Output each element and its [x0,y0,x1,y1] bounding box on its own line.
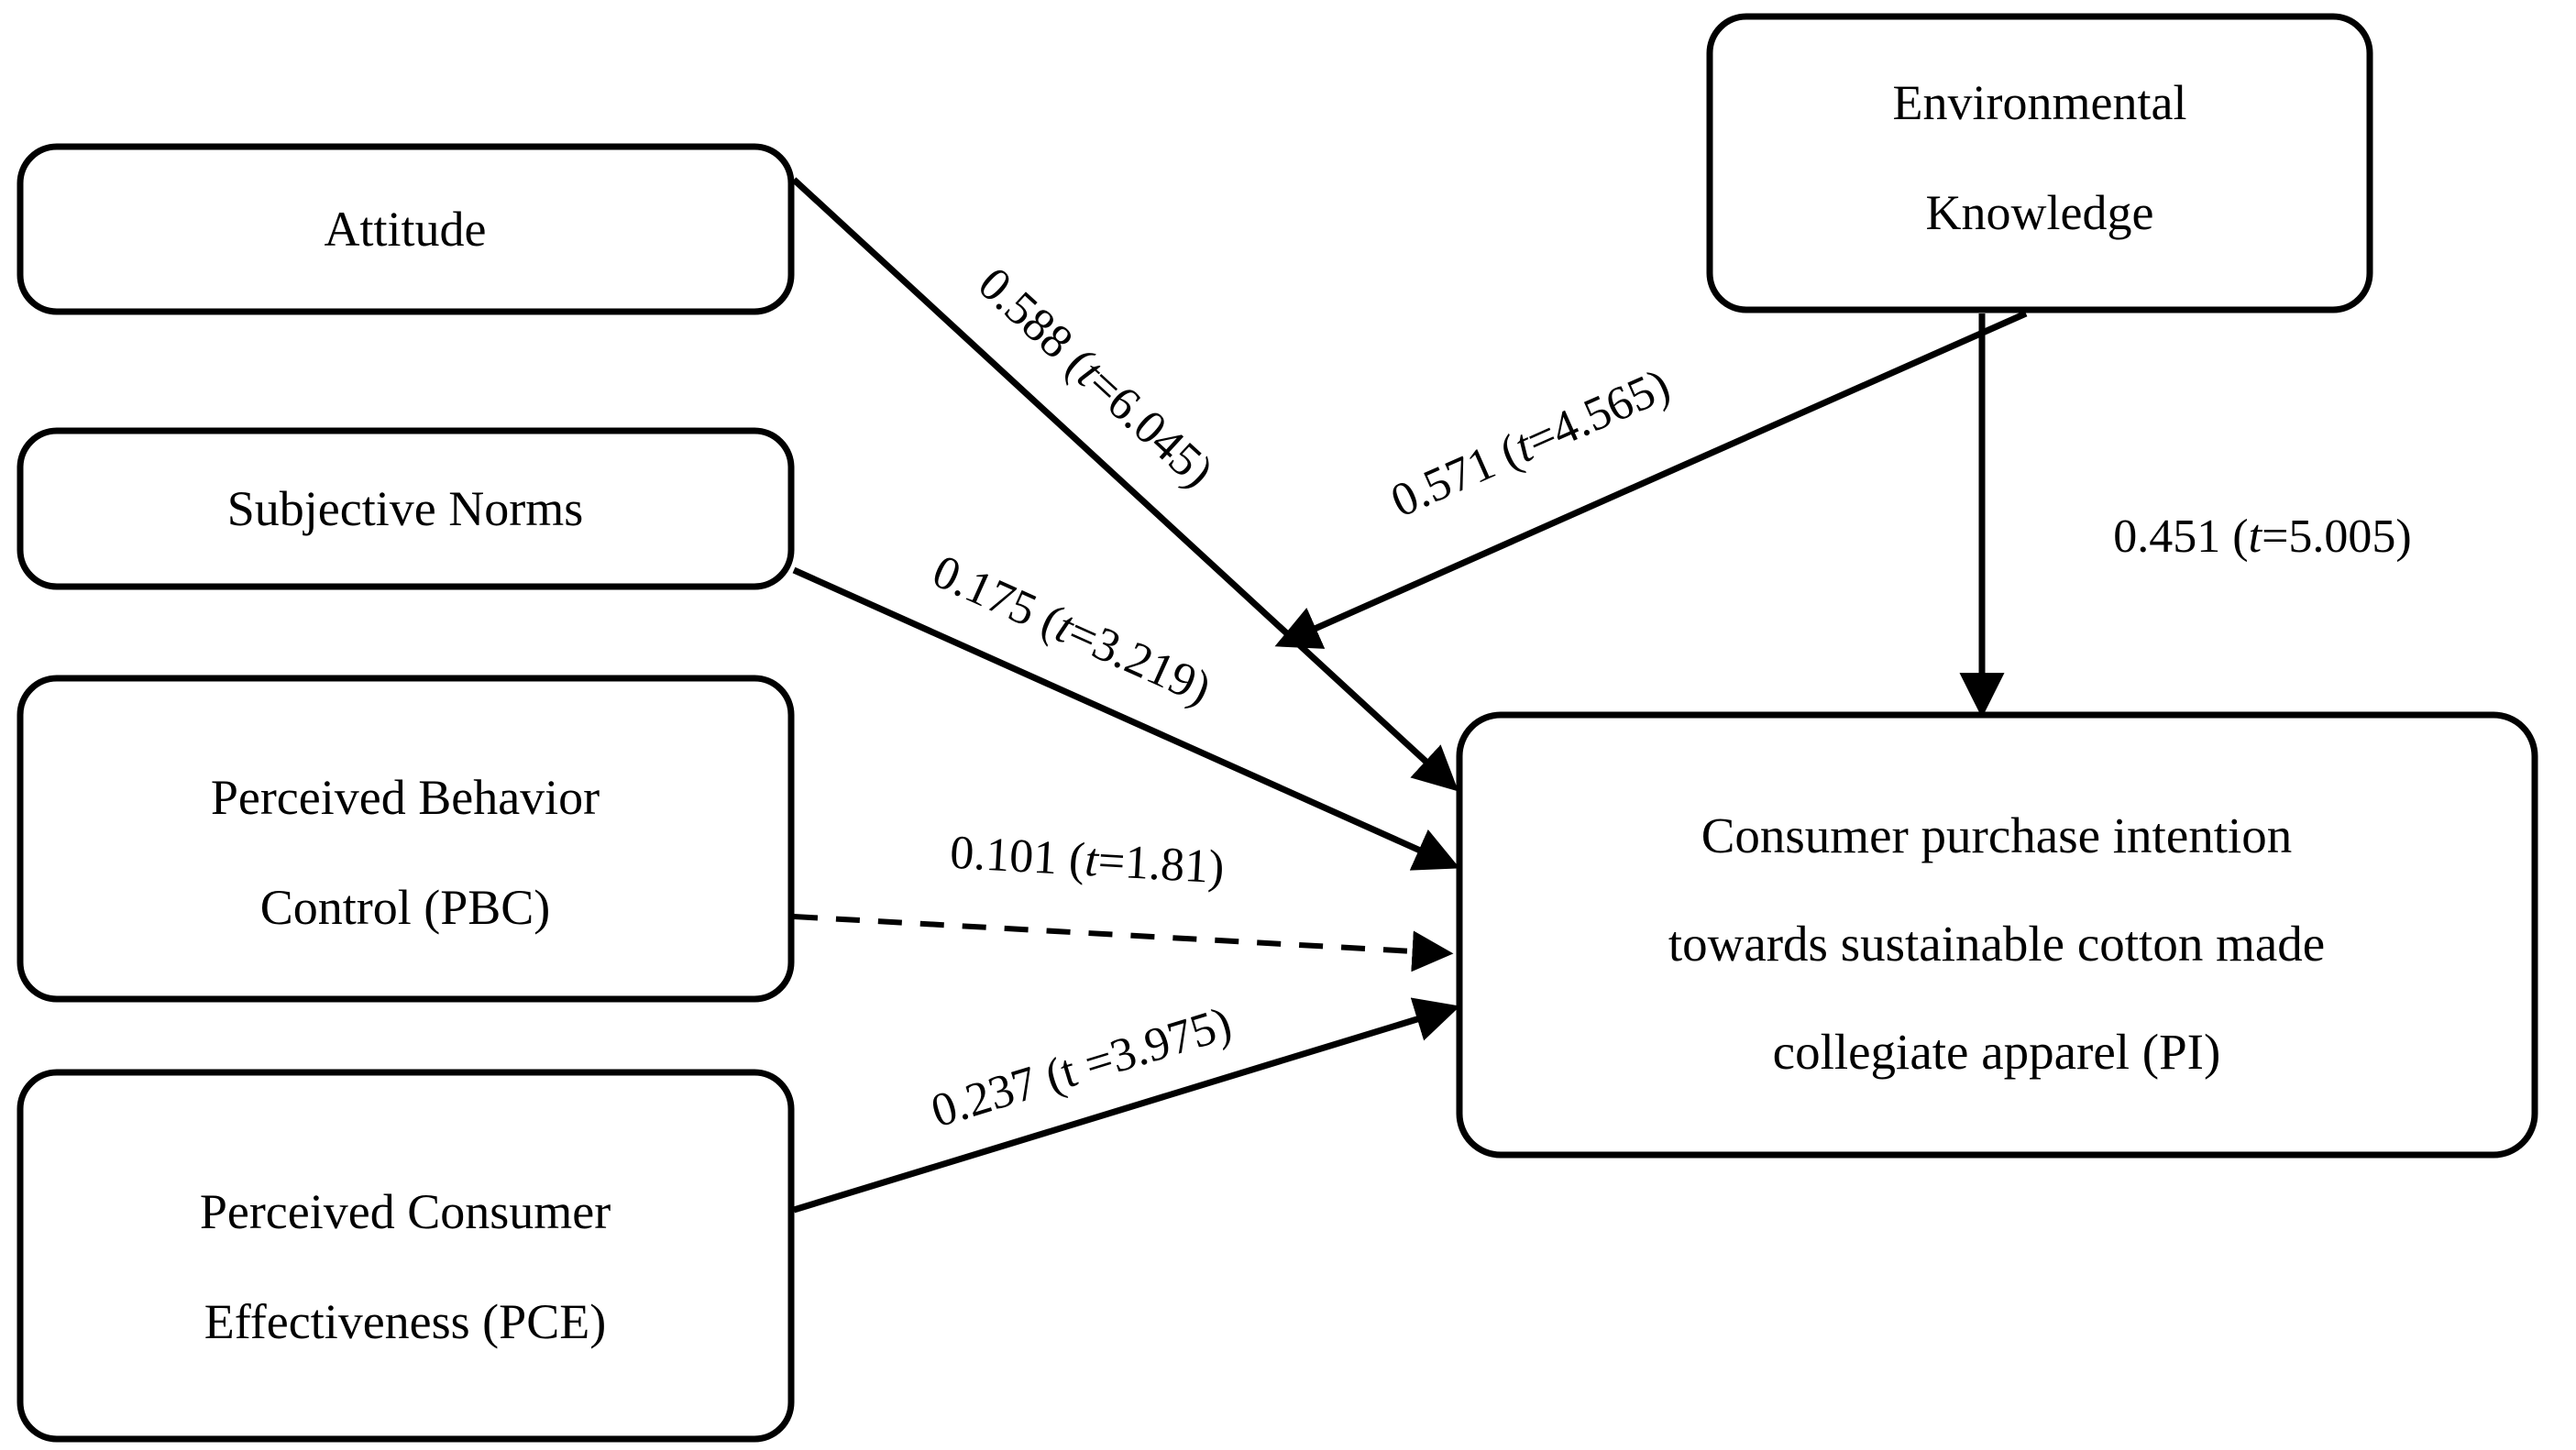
node-perceived-behavior-control[interactable]: Perceived Behavior Control (PBC) [17,675,795,1003]
node-purchase-intention[interactable]: Consumer purchase intention towards sust… [1456,711,2538,1159]
edge-pce-to-pi [792,997,1460,1214]
node-pbc-label-line-2: Control (PBC) [260,880,551,935]
node-purchase-intention-label-line-2: towards sustainable cotton made [1668,916,2325,972]
edge-label-pbc-to-pi-group: 0.101 (t=1.81) [949,827,1226,895]
node-environmental-knowledge-label-line-2: Knowledge [1926,185,2154,240]
node-purchase-intention-label-line-1: Consumer purchase intention [1701,807,2293,863]
node-pce-label-line-1: Perceived Consumer [200,1184,611,1239]
edge-label-pbc-to-pi: 0.101 (t=1.81) [949,827,1226,895]
edge-attitude-to-pi [791,177,1459,792]
edge-label-ek-moderation: 0.571 (t=4.565) [1383,359,1678,528]
node-perceived-consumer-effectiveness-box [17,1069,795,1443]
node-attitude-label-line-1: Attitude [325,202,487,257]
edge-label-pce-to-pi-group: 0.237 (t =3.975) [925,997,1237,1137]
edge-subjective-norms-to-pi [792,566,1460,871]
edge-label-ek-to-pi: 0.451 (t=5.005) [2113,511,2411,563]
node-environmental-knowledge-label-line-1: Environmental [1893,75,2187,130]
node-subjective-norms-box [17,427,795,590]
node-perceived-consumer-effectiveness[interactable]: Perceived Consumer Effectiveness (PCE) [17,1069,795,1443]
node-purchase-intention-label-line-3: collegiate apparel (PI) [1773,1024,2221,1080]
node-attitude[interactable]: Attitude [17,143,795,315]
node-pbc-label-line-1: Perceived Behavior [211,770,600,825]
edge-label-pce-to-pi: 0.237 (t =3.975) [925,997,1237,1137]
node-purchase-intention-box [1456,711,2538,1159]
edge-ek-moderation [1274,310,2028,649]
node-subjective-norms-label-line-1: Subjective Norms [227,481,583,536]
node-perceived-behavior-control-box [17,675,795,1003]
edge-label-subjective-norms-to-pi-group: 0.175 (t=3.219) [925,545,1218,715]
edge-label-subjective-norms-to-pi: 0.175 (t=3.219) [925,545,1218,715]
node-attitude-box [17,143,795,315]
node-environmental-knowledge[interactable]: Environmental Knowledge [1706,13,2373,313]
node-pce-label-line-2: Effectiveness (PCE) [204,1294,606,1349]
node-subjective-norms[interactable]: Subjective Norms [17,427,795,590]
edge-pbc-to-pi [793,914,1454,972]
edge-label-ek-moderation-group: 0.571 (t=4.565) [1383,359,1678,528]
node-environmental-knowledge-box [1706,13,2373,313]
